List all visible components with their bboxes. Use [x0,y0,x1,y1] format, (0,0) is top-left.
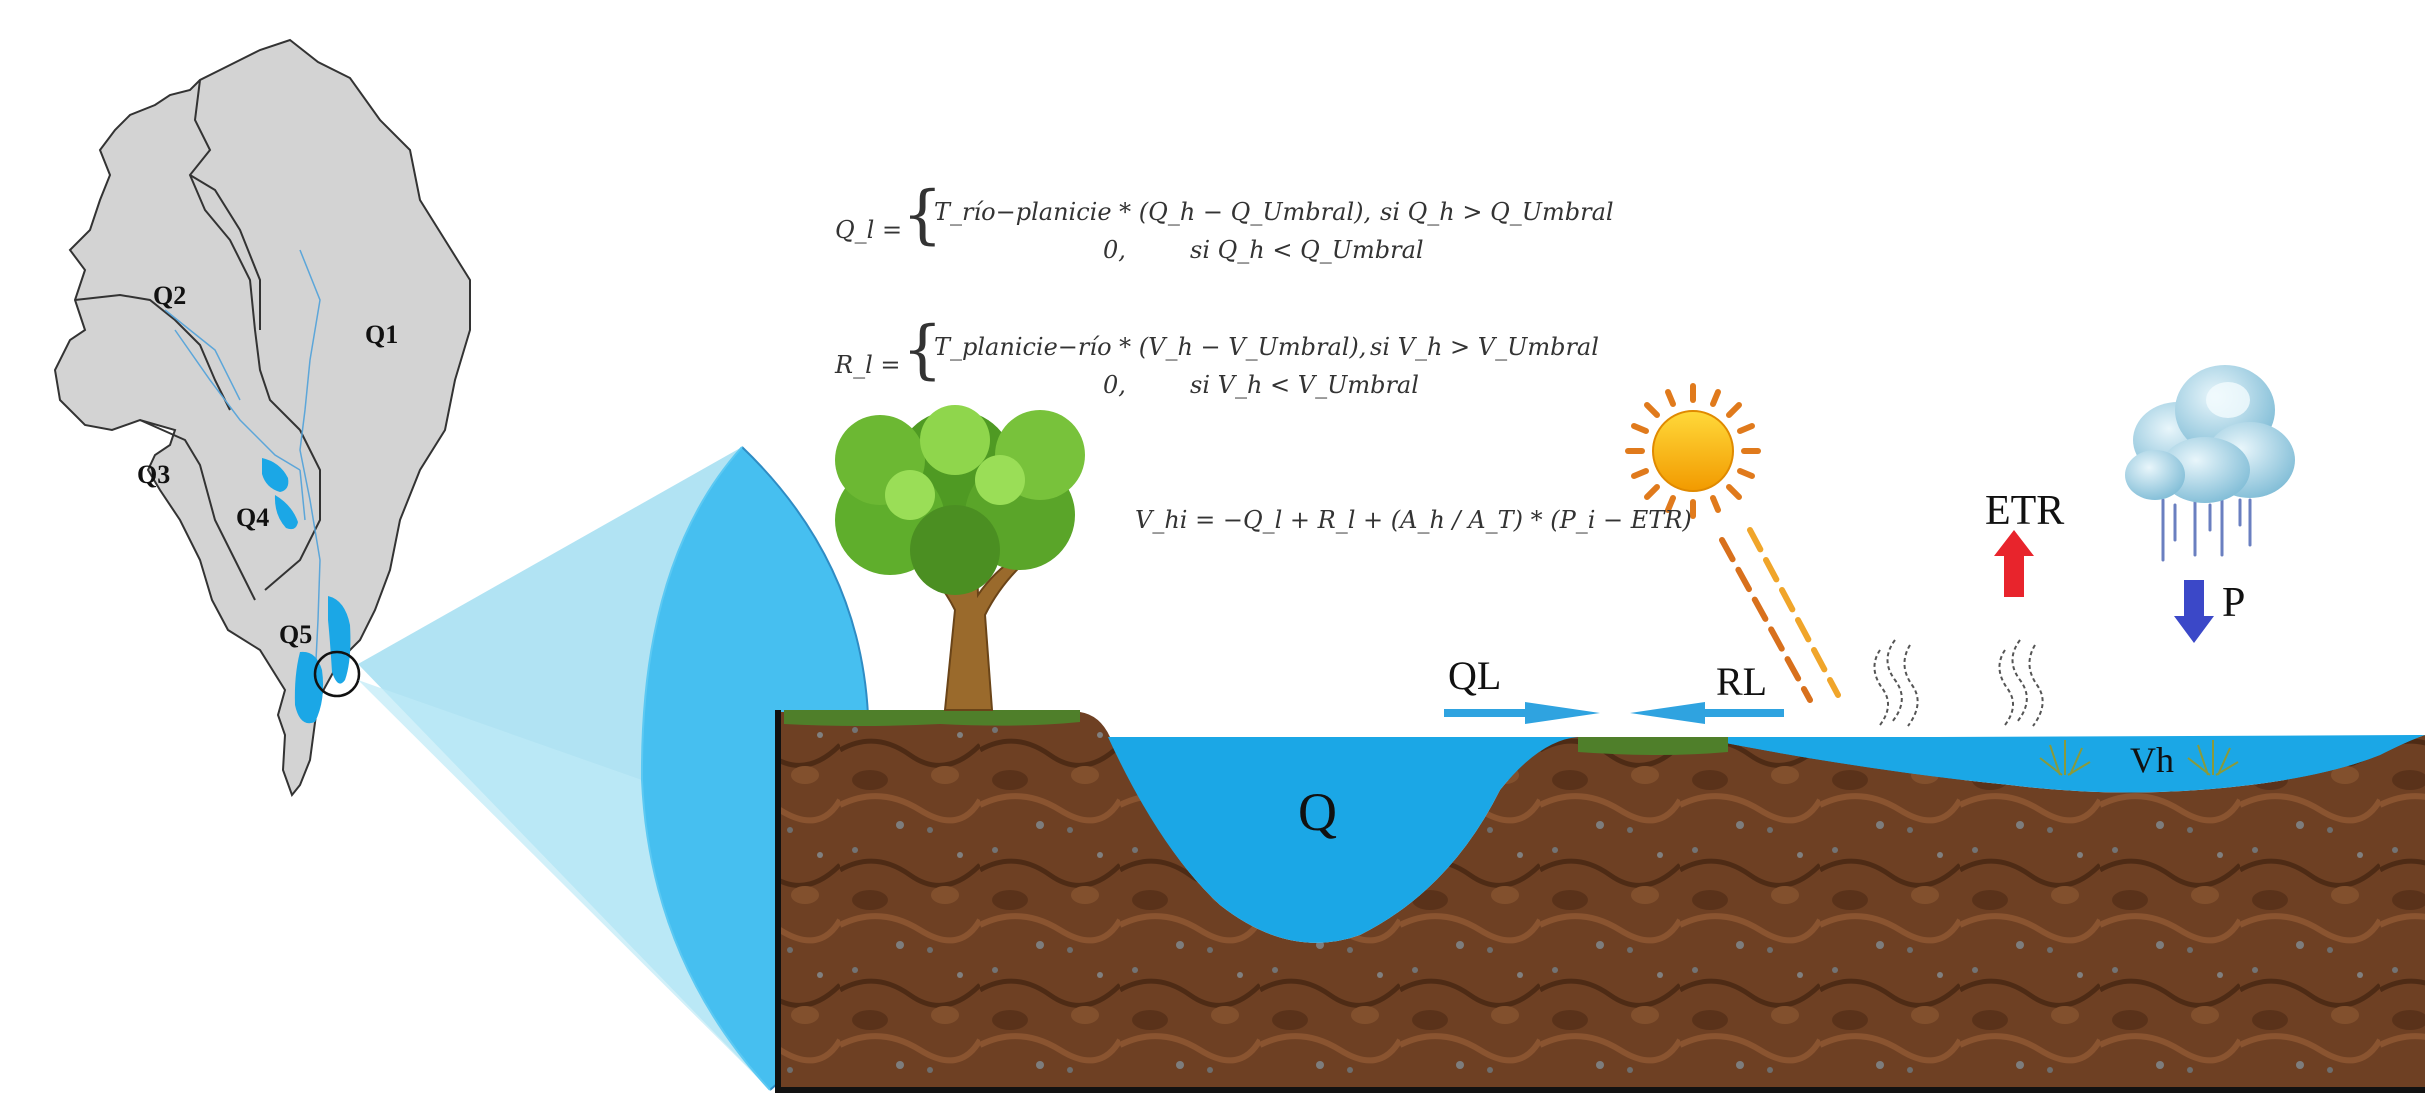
precipitation-arrow-icon [2174,580,2214,643]
eq-ql-cond1: si Q_h > Q_Umbral [1380,198,1614,226]
lagoon [274,495,298,530]
rl-flow-arrow [1630,702,1784,724]
ql-flow-arrow [1444,702,1600,724]
cross-section [775,710,2425,1093]
eq-ql-brace: { [902,178,943,252]
basin-label-q2: Q2 [153,281,187,310]
basin-label-q1: Q1 [365,320,399,349]
label-rl: RL [1716,659,1768,704]
basin-label-q3: Q3 [137,460,171,489]
eq-rl-cond1: si V_h > V_Umbral [1370,333,1599,361]
soil [778,712,2425,1090]
lagoon [262,458,289,492]
grass-middle [1578,737,1728,755]
label-p: P [2222,580,2246,626]
section-frame [775,710,2425,1093]
eq-rl-brace: { [902,313,943,387]
focus-circle [313,650,361,698]
subbasin-borders [74,79,321,601]
basin-label-q4: Q4 [236,503,270,532]
eq-ql-lhs: Q_l = [835,216,903,244]
lagoon [328,596,351,684]
river-channel [1108,737,1578,943]
wetland-grass-icon [2039,740,2239,776]
label-ql: QL [1448,653,1502,698]
eq-ql-case1: T_río−planicie * (Q_h − Q_Umbral), [934,198,1372,226]
sun-icon [1625,383,1841,703]
basin-outline [53,38,471,798]
eq-ql-case2: 0, [1103,236,1126,264]
rain-cloud-icon [2125,365,2295,562]
grass-left [784,710,1080,726]
evaporation-icon [1873,639,2044,727]
etr-arrow-icon [1994,530,2034,597]
eq-rl-lhs: R_l = [835,351,901,379]
eq-rl-case1: T_planicie−río * (V_h − V_Umbral), [934,333,1367,361]
eq-ql-cond2: si Q_h < Q_Umbral [1190,236,1424,264]
label-q: Q [1298,782,1337,842]
equation-vhi: V_hi = −Q_l + R_l + (A_h / A_T) * (P_i −… [1135,506,1692,534]
eq-rl-cond2: si V_h < V_Umbral [1190,371,1419,399]
eq-rl-case2: 0, [1103,371,1126,399]
river-network [164,249,321,681]
basin-label-q5: Q5 [279,620,313,649]
label-vh: Vh [2130,740,2174,780]
floodplain-water [1700,735,2425,793]
basin-map [53,38,471,798]
label-etr: ETR [1985,488,2065,534]
tree-icon [835,405,1085,711]
